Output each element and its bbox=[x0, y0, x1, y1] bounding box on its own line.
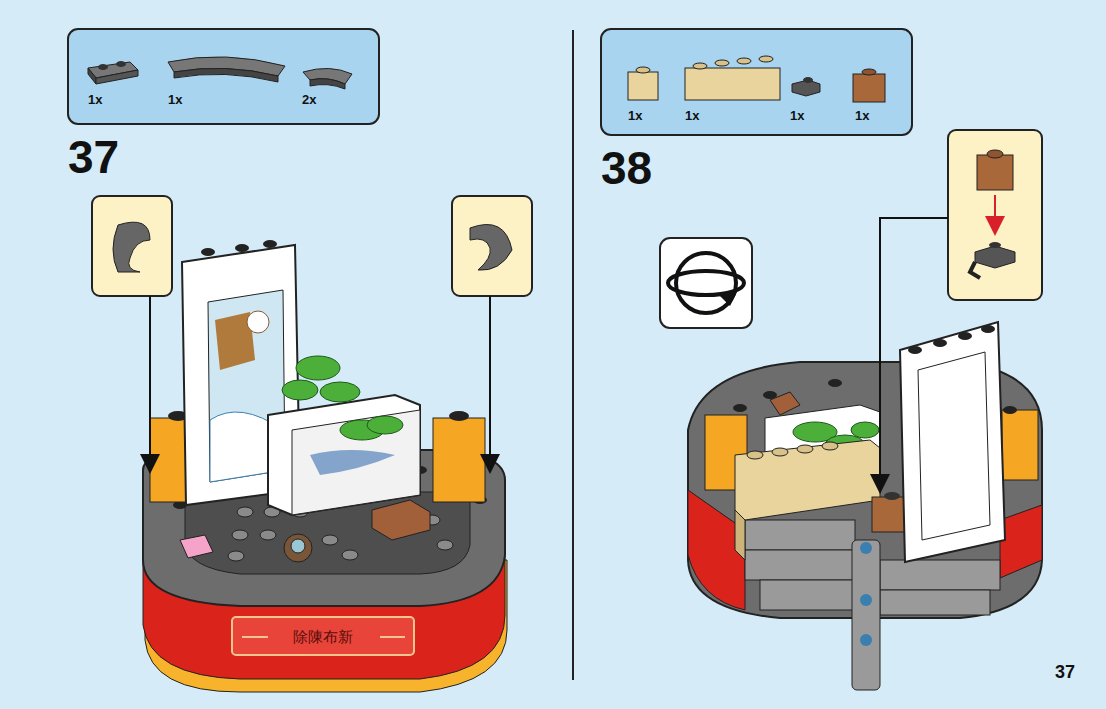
step-number: 38 bbox=[601, 145, 652, 191]
page-number: 37 bbox=[1055, 663, 1075, 681]
part-quantity: 1x bbox=[685, 108, 699, 123]
part-quantity: 1x bbox=[88, 92, 102, 107]
banner-text: 除陳布新 bbox=[290, 629, 356, 644]
part-quantity: 1x bbox=[855, 108, 869, 123]
part-quantity: 2x bbox=[302, 92, 316, 107]
part-quantity: 1x bbox=[168, 92, 182, 107]
step-number: 37 bbox=[68, 134, 119, 180]
parts-list-box: 1x 1x 2x bbox=[68, 29, 379, 124]
part-quantity: 1x bbox=[790, 108, 804, 123]
parts-list-box: 1x 1x 1x 1x bbox=[601, 29, 912, 135]
part-quantity: 1x bbox=[628, 108, 642, 123]
